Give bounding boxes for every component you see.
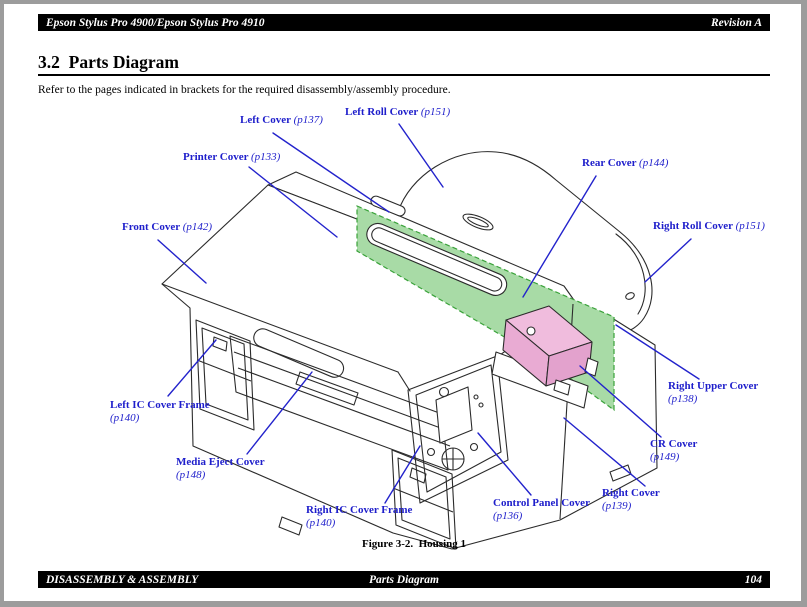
leader-printer-cover [248, 166, 338, 238]
part-page-ref: (p151) [420, 106, 451, 118]
callout-leader-lines [157, 123, 700, 504]
part-label-left-cover: Left Cover (p137) [240, 114, 323, 127]
part-page-ref: (p149) [650, 450, 680, 463]
section-title-rule [38, 74, 770, 76]
page-footer-bar: DISASSEMBLY & ASSEMBLY Parts Diagram 104 [38, 571, 770, 588]
leader-right-cover [563, 417, 646, 487]
footer-page-number: 104 [744, 573, 762, 586]
part-label-rear-cover: Rear Cover (p144) [582, 157, 668, 170]
part-name: Media Eject Cover [176, 456, 265, 468]
part-label-printer-cover: Printer Cover (p133) [183, 151, 280, 164]
part-label-media-eject-cover: Media Eject Cover (p148) [176, 456, 265, 482]
part-label-right-roll-cover: Right Roll Cover (p151) [653, 220, 765, 233]
leader-rear-cover [522, 175, 597, 298]
part-name: Right Cover [602, 487, 660, 499]
part-page-ref: (p136) [493, 509, 523, 522]
part-page-ref: (p138) [668, 392, 698, 405]
part-page-ref: (p151) [735, 220, 765, 232]
leader-left-roll-cover [398, 123, 444, 188]
leader-left-ic-cover-frame [167, 339, 217, 397]
part-name: CR Cover [650, 438, 698, 450]
part-page-ref: (p140) [110, 411, 140, 424]
figure-caption: Figure 3-2. Housing 1 [362, 538, 467, 550]
part-name: Rear Cover [582, 157, 637, 169]
header-revision: Revision A [710, 16, 762, 29]
part-label-control-panel-cover: Control Panel Cover (p136) [493, 497, 590, 523]
leader-control-panel-cover [477, 432, 532, 496]
leader-right-upper-cover [615, 324, 700, 380]
part-label-right-ic-cover-frame: Right IC Cover Frame (p140) [306, 504, 412, 530]
part-page-ref: (p142) [182, 221, 213, 233]
leader-right-roll-cover [644, 238, 692, 283]
intro-text: Refer to the pages indicated in brackets… [38, 84, 451, 96]
part-label-cr-cover: CR Cover (p149) [650, 438, 697, 464]
leader-left-cover [272, 132, 390, 213]
footer-chapter: DISASSEMBLY & ASSEMBLY [46, 573, 199, 586]
part-page-ref: (p148) [176, 468, 206, 481]
part-page-ref: (p133) [251, 151, 281, 163]
leader-cr-cover [579, 365, 662, 438]
document-page: Epson Stylus Pro 4900/Epson Stylus Pro 4… [4, 4, 801, 601]
part-name: Right IC Cover Frame [306, 504, 413, 516]
part-name: Left IC Cover Frame [110, 399, 210, 411]
part-label-right-cover: Right Cover (p139) [602, 487, 660, 513]
page-header-bar: Epson Stylus Pro 4900/Epson Stylus Pro 4… [38, 14, 770, 31]
part-name: Left Roll Cover [345, 106, 419, 118]
leader-right-ic-cover-frame [384, 445, 421, 504]
part-page-ref: (p140) [306, 516, 336, 529]
part-name: Left Cover [240, 114, 291, 126]
part-page-ref: (p144) [639, 157, 669, 169]
part-label-left-roll-cover: Left Roll Cover (p151) [345, 106, 450, 119]
part-label-front-cover: Front Cover (p142) [122, 221, 212, 234]
housing-details-drawing [195, 222, 632, 550]
part-name: Right Roll Cover [653, 220, 733, 232]
footer-section: Parts Diagram [369, 573, 439, 586]
part-name: Front Cover [122, 221, 180, 233]
leader-front-cover [157, 239, 207, 284]
part-name: Printer Cover [183, 151, 249, 163]
section-title: 3.2 Parts Diagram [38, 52, 179, 72]
part-label-right-upper-cover: Right Upper Cover (p138) [668, 380, 758, 406]
part-name: Control Panel Cover [493, 497, 590, 509]
header-product-title: Epson Stylus Pro 4900/Epson Stylus Pro 4… [46, 16, 265, 29]
cr-cover-drawing [491, 305, 599, 409]
part-label-left-ic-cover-frame: Left IC Cover Frame (p140) [110, 399, 210, 425]
part-page-ref: (p137) [293, 114, 323, 126]
part-page-ref: (p139) [602, 499, 632, 512]
part-name: Right Upper Cover [668, 380, 759, 392]
leader-media-eject-cover [246, 371, 313, 455]
